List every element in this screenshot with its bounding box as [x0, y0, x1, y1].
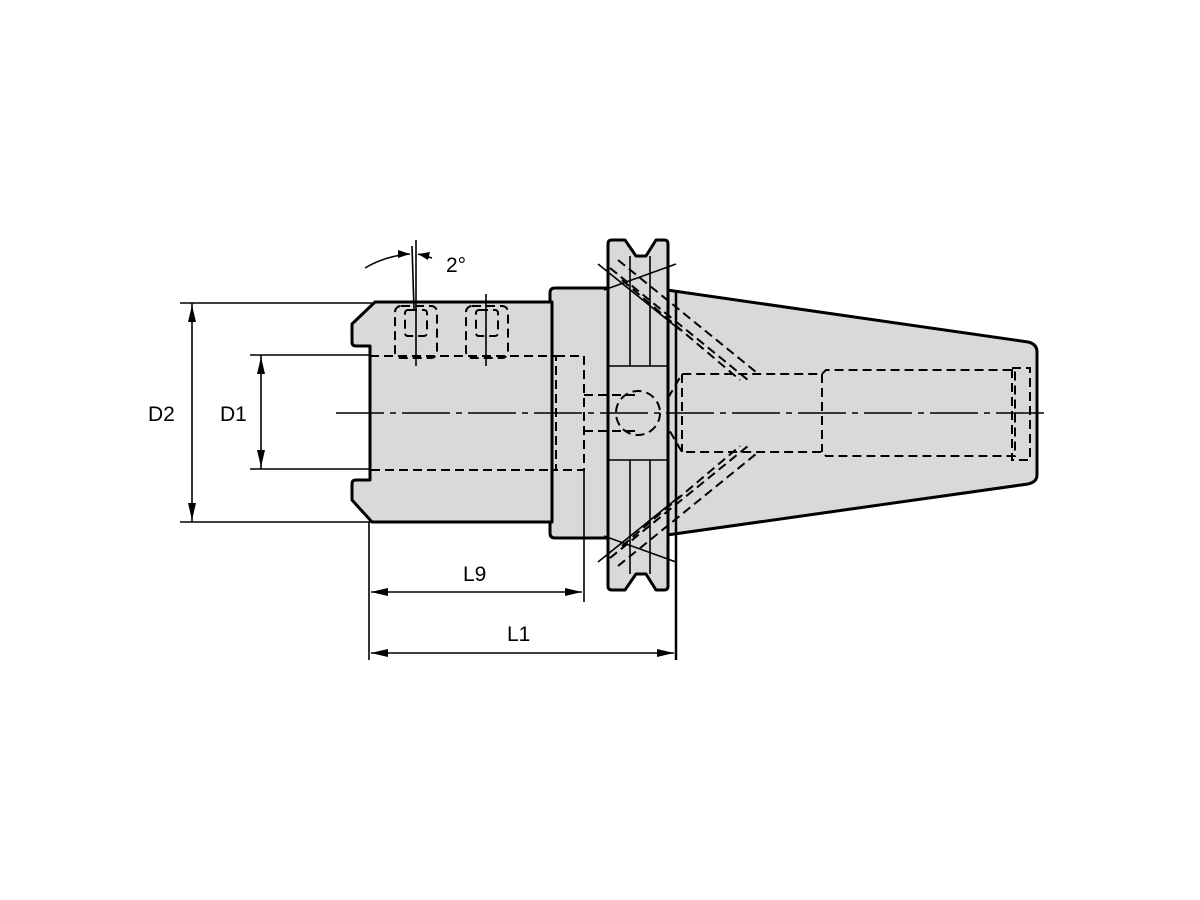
l1-label: L1 [507, 623, 530, 646]
dimension-l1: L1 [371, 623, 674, 657]
front-body [350, 300, 554, 524]
dimension-d2: D2 [148, 302, 372, 523]
angle-label: 2° [446, 254, 466, 277]
set-screw-1 [394, 240, 438, 366]
l9-label: L9 [463, 563, 486, 586]
d2-label: D2 [148, 403, 175, 426]
dimension-l9: L9 [368, 470, 585, 660]
dimension-d1: D1 [220, 354, 370, 470]
d1-label: D1 [220, 403, 247, 426]
angle-annotation: 2° [364, 245, 466, 311]
set-screw-2 [465, 294, 509, 366]
flange [606, 238, 670, 592]
